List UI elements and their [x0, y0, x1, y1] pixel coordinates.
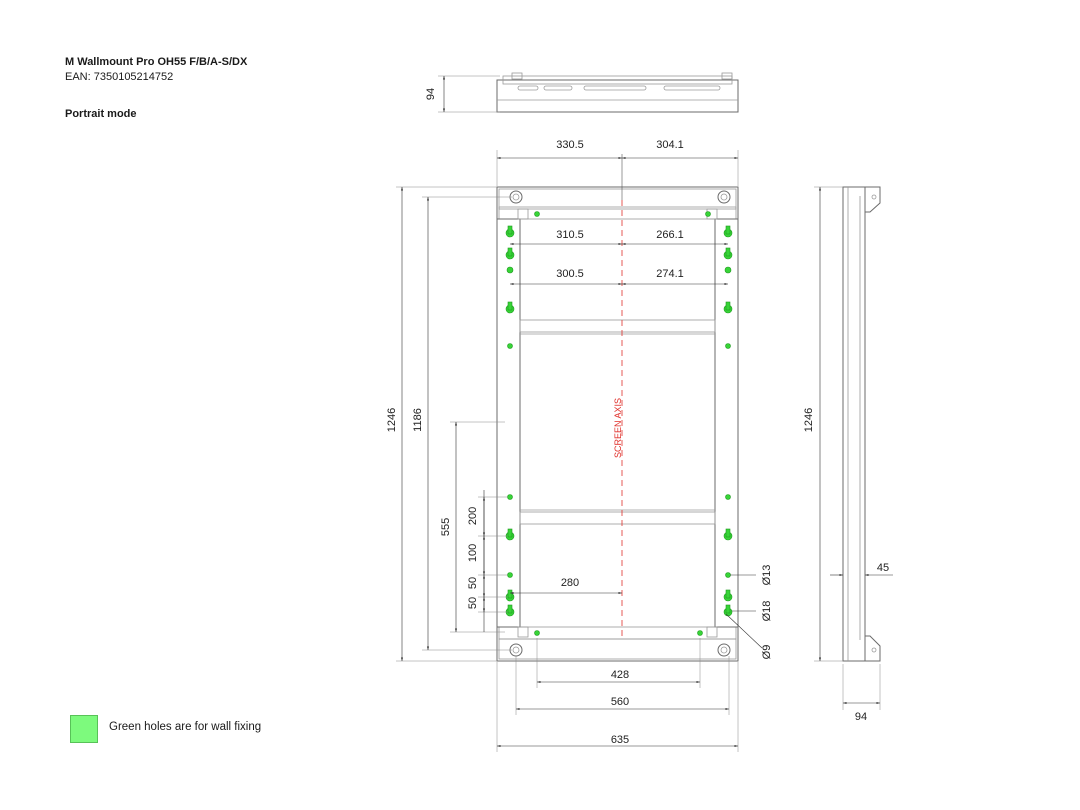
- keyhole-left-9: [505, 589, 515, 602]
- keyhole-right-1: [723, 225, 733, 238]
- keyhole-left-7: [505, 528, 515, 541]
- dim-bottom-widths: [496, 638, 739, 752]
- dim-inner-right-1-label: 266.1: [656, 229, 684, 241]
- keyhole-left-1: [505, 225, 515, 238]
- top-view: [496, 72, 739, 113]
- hole-bottom-right: [697, 630, 703, 636]
- dim-50b-label: 50: [467, 597, 479, 609]
- hole-bottom-left: [534, 630, 540, 636]
- hole-left-8: [507, 572, 513, 578]
- keyhole-right-4: [723, 301, 733, 314]
- dim-total-height-label: 1246: [386, 408, 398, 432]
- dim-top-depth: [438, 75, 500, 113]
- dim-left-heights: [396, 186, 512, 662]
- hole-right-6: [725, 494, 731, 500]
- hole-right-3: [724, 266, 732, 274]
- product-title: M Wallmount Pro OH55 F/B/A-S/DX: [65, 56, 248, 68]
- keyhole-right-7: [723, 528, 733, 541]
- hole-callouts: [725, 574, 763, 649]
- dim-top-right-label: 304.1: [656, 139, 684, 151]
- keyhole-left-10: [505, 604, 515, 617]
- keyhole-right-9: [723, 589, 733, 602]
- hole-right-8: [725, 572, 731, 578]
- hole-left-5: [507, 343, 513, 349]
- dim-inner-left-2-label: 300.5: [556, 268, 584, 280]
- mode-label: Portrait mode: [65, 108, 137, 120]
- hole-left-6: [507, 494, 513, 500]
- hole-left-3: [506, 266, 514, 274]
- dim-top-left-label: 330.5: [556, 139, 584, 151]
- dim-lower-chain: [450, 421, 508, 633]
- hole-top-left: [534, 211, 540, 217]
- dim-200-label: 200: [467, 507, 479, 525]
- dim-555-label: 555: [440, 518, 452, 536]
- dim-560-label: 560: [611, 696, 629, 708]
- dim-top-depth-label: 94: [425, 88, 437, 100]
- dim-428-label: 428: [611, 669, 629, 681]
- keyhole-left-2: [505, 247, 515, 260]
- dim-side-height: [814, 186, 843, 662]
- keyhole-right-10: [723, 604, 733, 617]
- keyhole-right-2: [723, 247, 733, 260]
- dim-side-height-label: 1246: [803, 408, 815, 432]
- screen-axis-label: SCREEN AXIS: [613, 398, 623, 458]
- dim-side-94: [842, 664, 881, 710]
- ean-code: EAN: 7350105214752: [65, 71, 174, 83]
- dim-side-45-label: 45: [877, 562, 889, 574]
- green-hole-legend-swatch: [70, 715, 98, 743]
- hole-18-label: Ø18: [761, 601, 773, 622]
- dim-top-widths: [496, 150, 739, 186]
- hole-9-label: Ø9: [761, 645, 773, 660]
- dim-inner-left-1-label: 310.5: [556, 229, 584, 241]
- dim-280-label: 280: [561, 577, 579, 589]
- dim-side-94-label: 94: [855, 711, 867, 723]
- dim-inner-right-2-label: 274.1: [656, 268, 684, 280]
- dim-635-label: 635: [611, 734, 629, 746]
- side-view: [842, 186, 881, 662]
- front-view-frame: [496, 186, 739, 662]
- dim-50a-label: 50: [467, 577, 479, 589]
- hole-top-right: [705, 211, 711, 217]
- dim-100-label: 100: [467, 544, 479, 562]
- dim-inner-height-label: 1186: [412, 408, 424, 432]
- hole-right-5: [725, 343, 731, 349]
- hole-13-label: Ø13: [761, 565, 773, 586]
- legend-text: Green holes are for wall fixing: [109, 721, 262, 733]
- keyhole-left-4: [505, 301, 515, 314]
